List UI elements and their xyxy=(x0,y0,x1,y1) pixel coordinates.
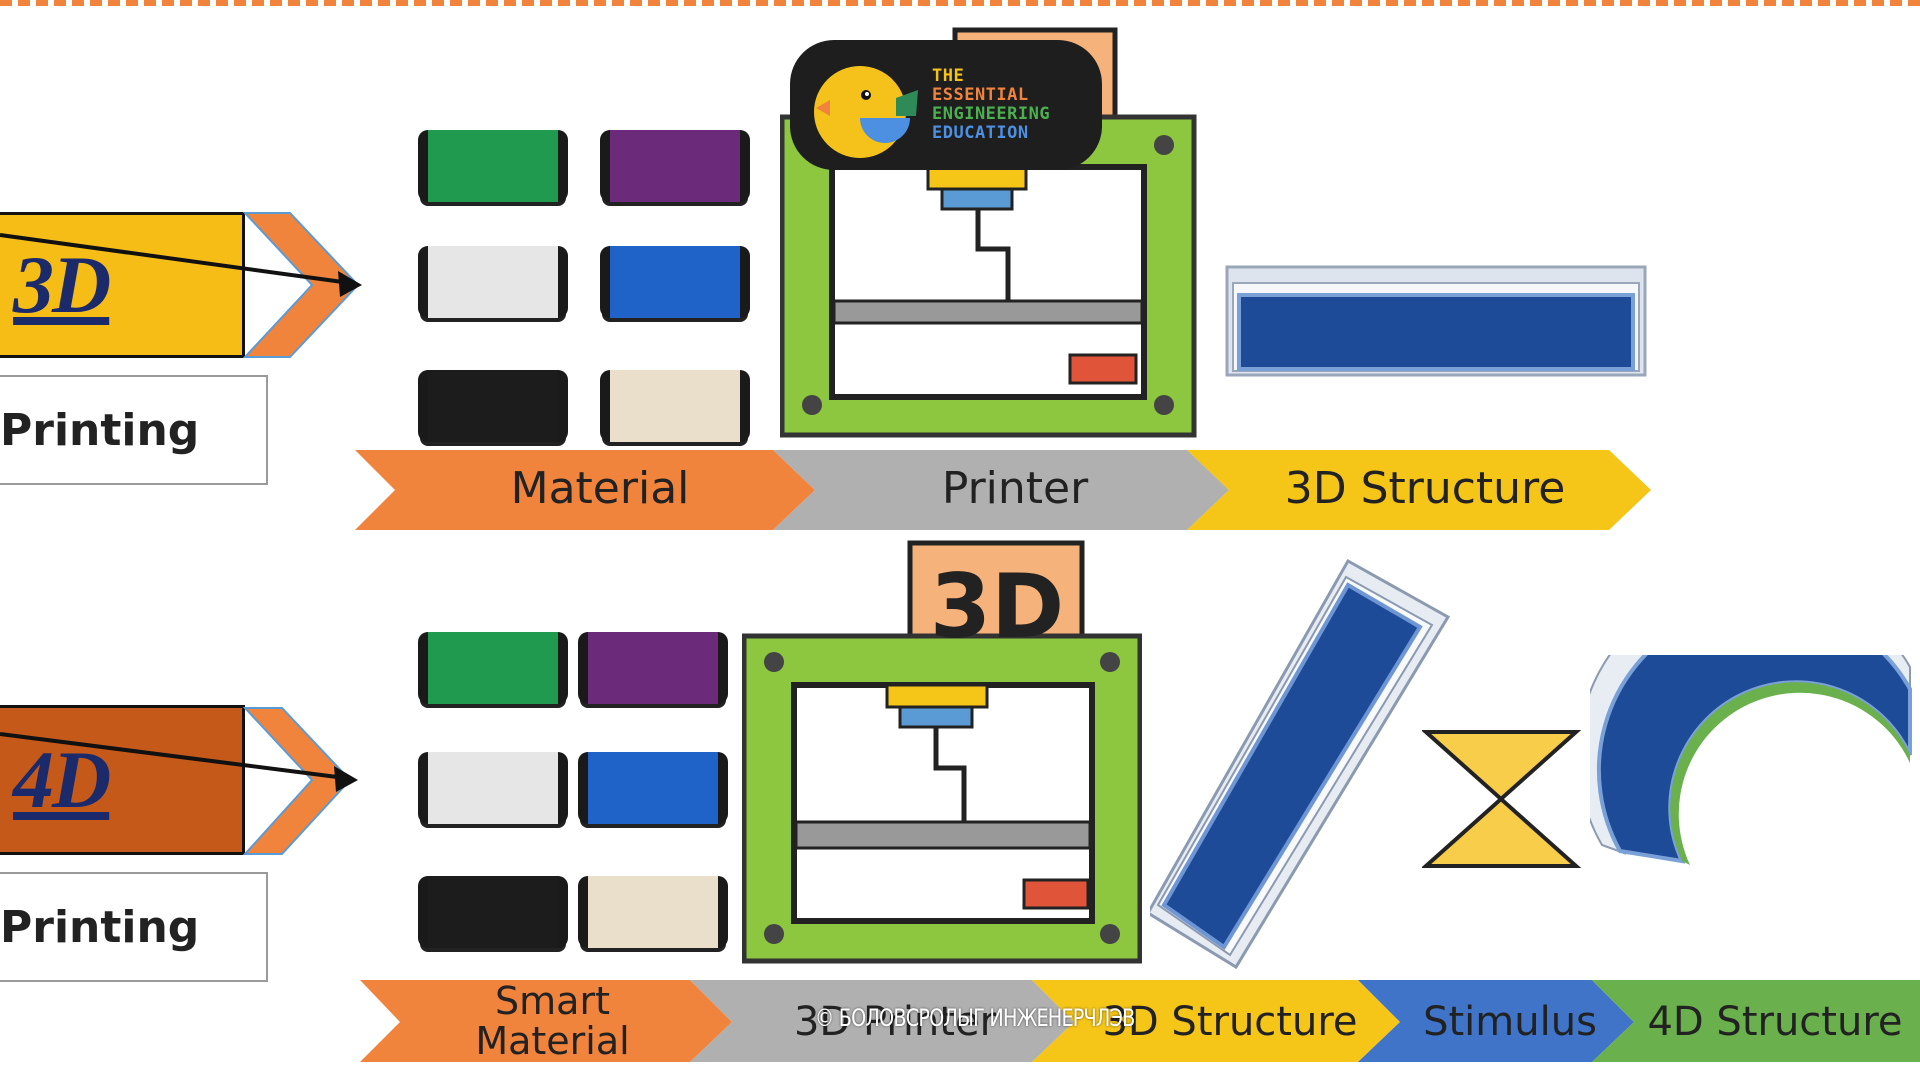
row1-step-3d-structure: 3D Structure xyxy=(1284,462,1566,514)
4d-arrow-graphic xyxy=(0,707,358,855)
row2-step-smart-material: Smart Material xyxy=(475,979,630,1063)
spool-cream xyxy=(600,370,750,442)
row2-step-4d-structure: 4D Structure xyxy=(1647,999,1903,1045)
stimulus-hourglass-icon xyxy=(1422,730,1582,868)
spool-purple xyxy=(600,130,750,202)
logo-text: THE ESSENTIAL ENGINEERING EDUCATION xyxy=(932,67,1050,143)
spool-black xyxy=(418,370,568,442)
logo-badge: THE ESSENTIAL ENGINEERING EDUCATION xyxy=(790,40,1102,170)
spool-green xyxy=(418,130,568,202)
spool-white xyxy=(418,752,568,824)
logo-line-the: THE xyxy=(932,66,965,86)
curved-structure-icon xyxy=(1590,655,1912,865)
tilted-structure-icon xyxy=(1150,558,1451,970)
top-dashed-border xyxy=(0,0,1920,10)
watermark: © БОЛОВСРОЛЫГ ИНЖЕНЕРЧЛЭВ xyxy=(815,1004,1135,1032)
row2-step-3d-structure: 3D Structure xyxy=(1102,999,1358,1045)
printer-icon xyxy=(742,540,1142,964)
logo-line-essential: ESSENTIAL xyxy=(932,85,1029,105)
logo-line-engineering: ENGINEERING xyxy=(932,104,1051,124)
spool-white xyxy=(418,246,568,318)
flat-structure-icon xyxy=(1225,265,1647,377)
row2-step-stimulus: Stimulus xyxy=(1423,999,1597,1045)
spool-cream xyxy=(578,876,728,948)
spool-black xyxy=(418,876,568,948)
logo-line-education: EDUCATION xyxy=(932,123,1029,143)
row1-step-printer: Printer xyxy=(941,462,1089,514)
3d-label-box: 3D xyxy=(0,212,245,358)
row1-ribbon xyxy=(355,450,1651,530)
3d-label: 3D xyxy=(13,239,111,330)
row1-step-material: Material xyxy=(510,462,690,514)
row2-step-3d-printer: 3D Printer xyxy=(793,999,997,1045)
spool-blue xyxy=(578,752,728,824)
4d-label-box: 4D xyxy=(0,705,245,855)
spool-blue xyxy=(600,246,750,318)
row2-ribbon xyxy=(360,980,1920,1062)
3d-printing-label: Printing xyxy=(0,375,268,485)
spool-purple xyxy=(578,632,728,704)
printer-badge-3d: 3D xyxy=(929,555,1065,658)
spool-green xyxy=(418,632,568,704)
4d-printing-label: Printing xyxy=(0,872,268,982)
duck-icon xyxy=(814,66,918,158)
4d-label: 4D xyxy=(13,734,111,825)
3d-arrow-graphic xyxy=(0,212,362,358)
